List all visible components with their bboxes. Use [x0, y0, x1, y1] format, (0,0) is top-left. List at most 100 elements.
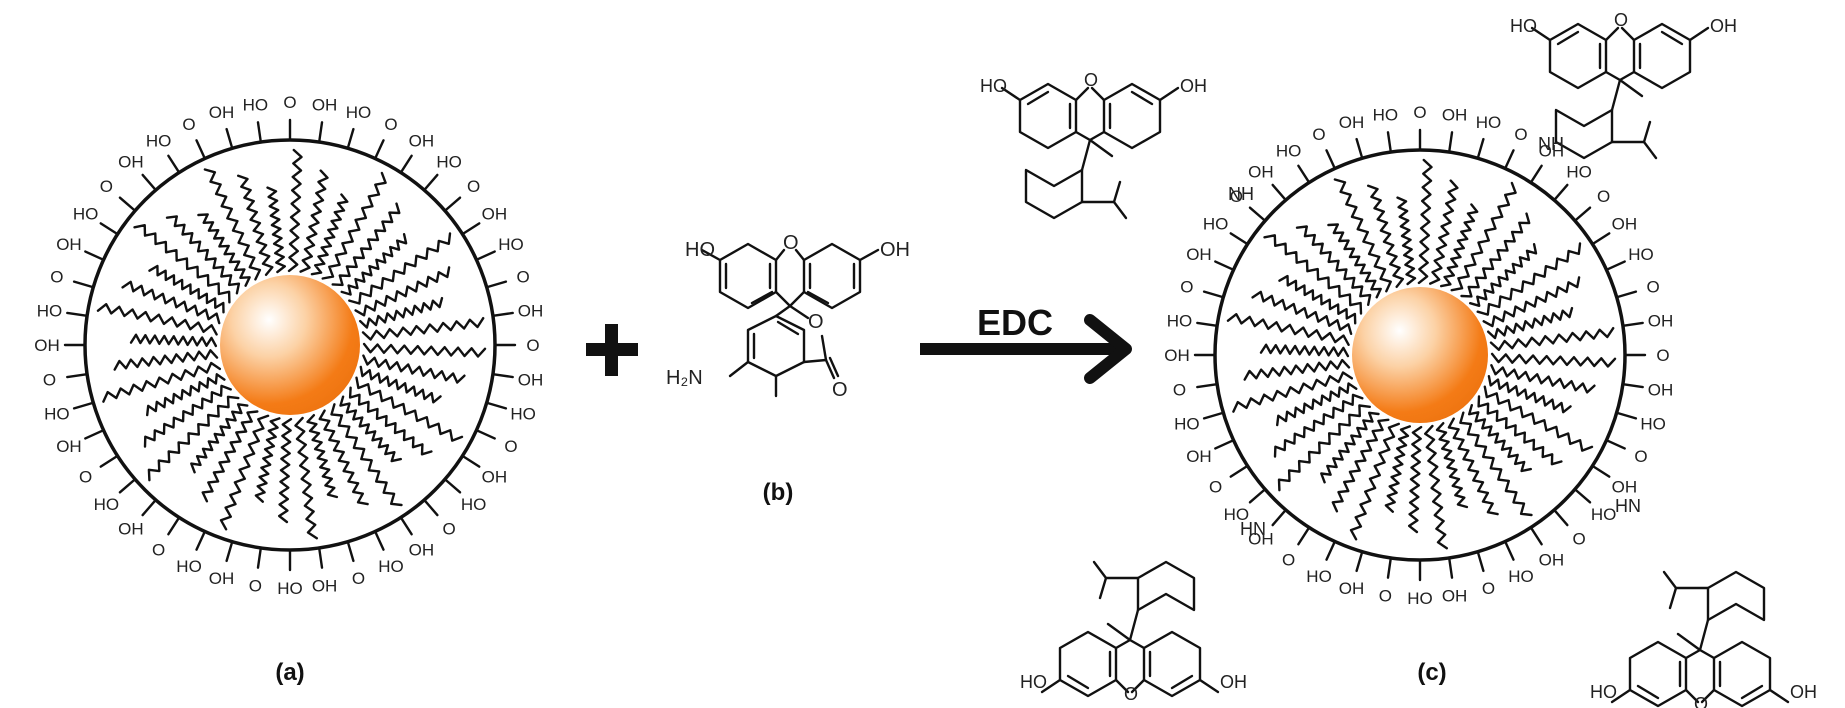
dye-ho: HO	[1020, 672, 1047, 692]
surface-group: O	[517, 268, 530, 287]
carboxyl-stem	[399, 516, 413, 536]
alkyl-chain	[1487, 306, 1574, 340]
alkyl-chain	[1408, 425, 1423, 534]
fluorescein-dye	[1610, 570, 1790, 708]
alkyl-chain	[1482, 276, 1581, 328]
surface-group: O	[1647, 278, 1660, 297]
surface-group: HO	[176, 557, 202, 576]
carboxyl-stem	[1248, 488, 1267, 504]
dye-oh: OH	[1710, 16, 1737, 36]
carboxyl-stem	[1503, 540, 1515, 561]
surface-group: HO	[73, 205, 99, 224]
alkyl-chain	[113, 349, 219, 371]
surface-group: HO	[378, 557, 404, 576]
surface-group: HO	[1203, 215, 1229, 234]
carboxyl-stem	[317, 121, 324, 144]
surface-group: O	[1173, 381, 1186, 400]
carboxyl-stem	[1529, 164, 1543, 184]
nanoparticle-c: OOHHOOOHHOOOHHOOOHHOOOHHOOOHHOOOHHOOOHHO…	[1164, 103, 1673, 608]
dye-oh: OH	[1180, 76, 1207, 96]
carboxyl-stem	[1355, 137, 1364, 160]
carboxyl-stem	[1229, 464, 1249, 478]
alkyl-chain	[201, 410, 259, 503]
alkyl-chain	[1435, 422, 1469, 509]
surface-group: O	[79, 467, 92, 486]
carboxyl-stem	[256, 546, 263, 569]
alkyl-chain	[1477, 395, 1563, 466]
surface-group: OH	[1648, 311, 1674, 330]
alkyl-chain	[1429, 179, 1459, 285]
alkyl-chain	[1259, 343, 1350, 358]
carboxyl-stem	[195, 530, 207, 551]
alkyl-chain	[266, 186, 286, 274]
carboxyl-stem	[1529, 526, 1543, 546]
alkyl-chain	[129, 333, 218, 348]
alkyl-chain	[1490, 352, 1617, 368]
surface-group: O	[1634, 447, 1647, 466]
alkyl-chain	[1483, 385, 1594, 452]
surface-group: HO	[346, 103, 372, 122]
surface-group: O	[152, 540, 165, 559]
surface-group: O	[1230, 187, 1243, 206]
surface-group: HO	[1591, 505, 1617, 524]
alkyl-chain	[362, 342, 487, 358]
surface-group: OH	[409, 540, 435, 559]
carboxyl-stem	[373, 139, 385, 160]
dye-ho: HO	[1510, 16, 1537, 36]
surface-group: OH	[1539, 142, 1565, 161]
carboxyl-stem	[141, 498, 157, 517]
carboxyl-stem	[443, 478, 462, 494]
alkyl-chain	[359, 296, 444, 329]
alkyl-chain	[1331, 418, 1390, 513]
carboxyl-stem	[66, 311, 89, 318]
surface-group: OH	[1186, 245, 1212, 264]
alkyl-chain	[1489, 327, 1615, 351]
atom-ring-o: O	[783, 232, 799, 254]
carboxyl-stem	[475, 250, 496, 262]
atom-oh: OH	[880, 239, 910, 261]
alkyl-chain	[310, 193, 349, 276]
carboxyl-stem	[1447, 556, 1454, 579]
surface-group: OH	[209, 103, 235, 122]
fluorescein-dye	[1040, 560, 1220, 698]
surface-group: O	[467, 177, 480, 196]
dye-oh: OH	[1790, 682, 1817, 702]
carboxyl-stem	[1615, 290, 1638, 299]
alkyl-chain	[1384, 425, 1411, 513]
alkyl-chain	[147, 395, 240, 482]
carboxyl-stem	[1386, 556, 1393, 579]
alkyl-chain	[306, 414, 339, 499]
surface-group: OH	[1442, 105, 1468, 124]
surface-group: O	[504, 437, 517, 456]
surface-group: OH	[1612, 477, 1638, 496]
alkyl-chain	[203, 168, 262, 281]
alkyl-chain	[1226, 313, 1350, 346]
surface-group: HO	[1628, 245, 1654, 264]
carboxyl-stem	[99, 222, 119, 236]
surface-group: OH	[1164, 346, 1190, 365]
alkyl-chain	[1263, 234, 1363, 315]
alkyl-chain	[1278, 274, 1357, 325]
carboxyl-stem	[1621, 382, 1644, 389]
panel-b-label: (b)	[763, 479, 794, 506]
surface-group: O	[182, 115, 195, 134]
surface-group: OH	[209, 569, 235, 588]
alkyl-chain	[133, 224, 231, 304]
surface-group: HO	[243, 95, 269, 114]
surface-group: HO	[146, 132, 172, 151]
carboxyl-stem	[461, 222, 481, 236]
surface-group: O	[1282, 550, 1295, 569]
carboxyl-stem	[461, 454, 481, 468]
carboxyl-stem	[1229, 232, 1249, 246]
alkyl-chain	[331, 202, 401, 287]
carboxyl-stem	[1214, 260, 1235, 272]
alkyl-chain	[1320, 411, 1380, 484]
alkyl-chain	[1447, 417, 1499, 516]
surface-group: HO	[1476, 113, 1502, 132]
atom-lactone-o: O	[808, 311, 824, 333]
alkyl-chain	[121, 280, 221, 325]
carboxyl-stem	[1355, 550, 1364, 573]
carboxyl-stem	[84, 428, 105, 440]
surface-group: O	[1514, 125, 1527, 144]
carboxyl-stem	[1325, 149, 1337, 170]
